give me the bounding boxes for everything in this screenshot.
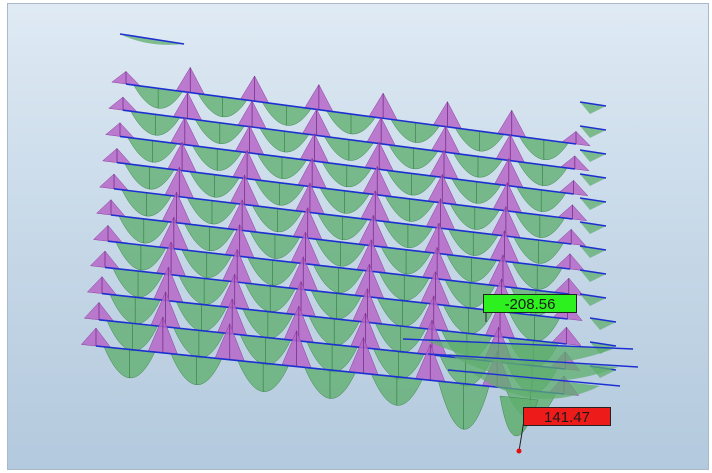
beam-line (122, 109, 575, 170)
frame-negative-lobe (448, 354, 618, 382)
frame-beam-line (402, 338, 634, 350)
frame-beam-line (447, 369, 621, 387)
top-beam-stub (119, 33, 185, 45)
max-value-label: 141.47 (523, 407, 611, 426)
side-beam-stub (579, 173, 607, 179)
side-beam-stub (589, 317, 617, 323)
min-value-label: -208.56 (483, 294, 577, 313)
frame-beam-line (427, 353, 639, 368)
side-beam-stub (579, 101, 607, 107)
moment-diagram-layer (80, 33, 639, 437)
3d-viewport[interactable]: -208.56 141.47 (7, 3, 709, 470)
side-beam-stub (579, 293, 607, 299)
beam-line (110, 214, 571, 270)
max-moment-lobe (499, 395, 539, 437)
frame-negative-lobe (423, 339, 613, 365)
moment-diagram-scene[interactable] (8, 4, 709, 470)
frame-negative-lobe (468, 370, 600, 399)
side-beam-stub (579, 221, 607, 227)
beam-line (95, 345, 565, 395)
beam-line (125, 83, 577, 145)
side-beam-stub (579, 125, 607, 131)
side-beam-stub (579, 197, 607, 203)
side-beam-stub (579, 149, 607, 155)
beam-line (113, 188, 572, 245)
side-beam-stub (579, 245, 607, 251)
side-beam-stub (579, 269, 607, 275)
beam-line (119, 135, 574, 195)
beam-line (101, 292, 567, 345)
beam-line (116, 161, 573, 220)
side-beam-stub (589, 341, 617, 347)
beam-line (107, 240, 569, 295)
max-value-marker (516, 448, 522, 454)
